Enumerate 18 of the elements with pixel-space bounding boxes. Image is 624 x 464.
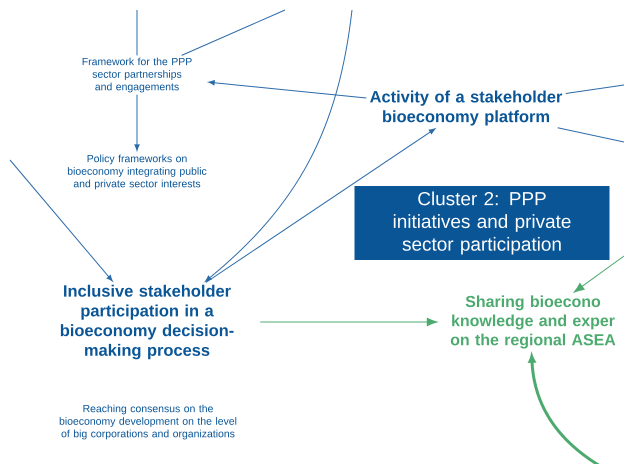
connector-line — [181, 10, 286, 56]
connector-line — [565, 84, 624, 94]
node-text: Policy frameworks on bioeconomy integrating public and private sector interests — [68, 154, 206, 190]
node-text: Activity of a stakeholder bioeconomy platform — [370, 90, 562, 126]
node-text: Reaching consensus on the bioeconomy development on the level of big corporations and organizations — [60, 404, 236, 440]
node-text: Sharing bioecono knowledge and exper on the regional ASEA — [450, 295, 616, 349]
arrow — [205, 10, 352, 282]
cluster-box: Cluster 2: PPP initiatives and private sector participation — [354, 186, 610, 260]
arrow — [260, 318, 438, 326]
connector-line — [136, 10, 138, 56]
arrow — [205, 128, 436, 284]
node-text: Inclusive stakeholder participation in a bioeconomy decision-making process — [60, 284, 234, 360]
arrow — [10, 160, 113, 282]
arrow — [574, 256, 624, 292]
arrow — [208, 80, 367, 99]
arrow — [134, 94, 140, 151]
connector-line — [557, 127, 624, 142]
node-text: Framework for the PPP sector partnerships and engagements — [82, 58, 192, 92]
